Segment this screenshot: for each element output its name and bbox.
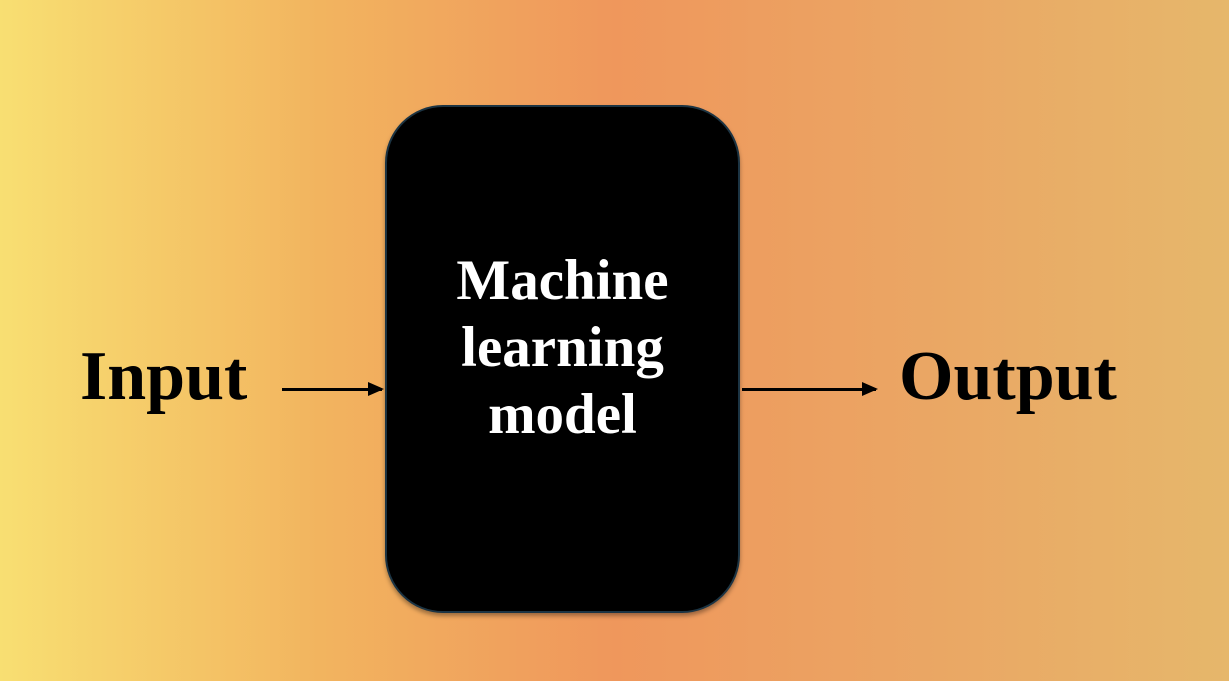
model-label: Machine learning model	[387, 247, 738, 448]
input-label: Input	[80, 338, 248, 415]
model-label-line-2: learning	[461, 316, 664, 379]
model-box: Machine learning model	[385, 105, 740, 613]
output-arrow	[742, 382, 878, 396]
model-label-line-1: Machine	[456, 249, 669, 312]
output-label: Output	[899, 338, 1117, 415]
model-label-line-3: model	[488, 383, 637, 446]
input-arrow	[282, 382, 384, 396]
